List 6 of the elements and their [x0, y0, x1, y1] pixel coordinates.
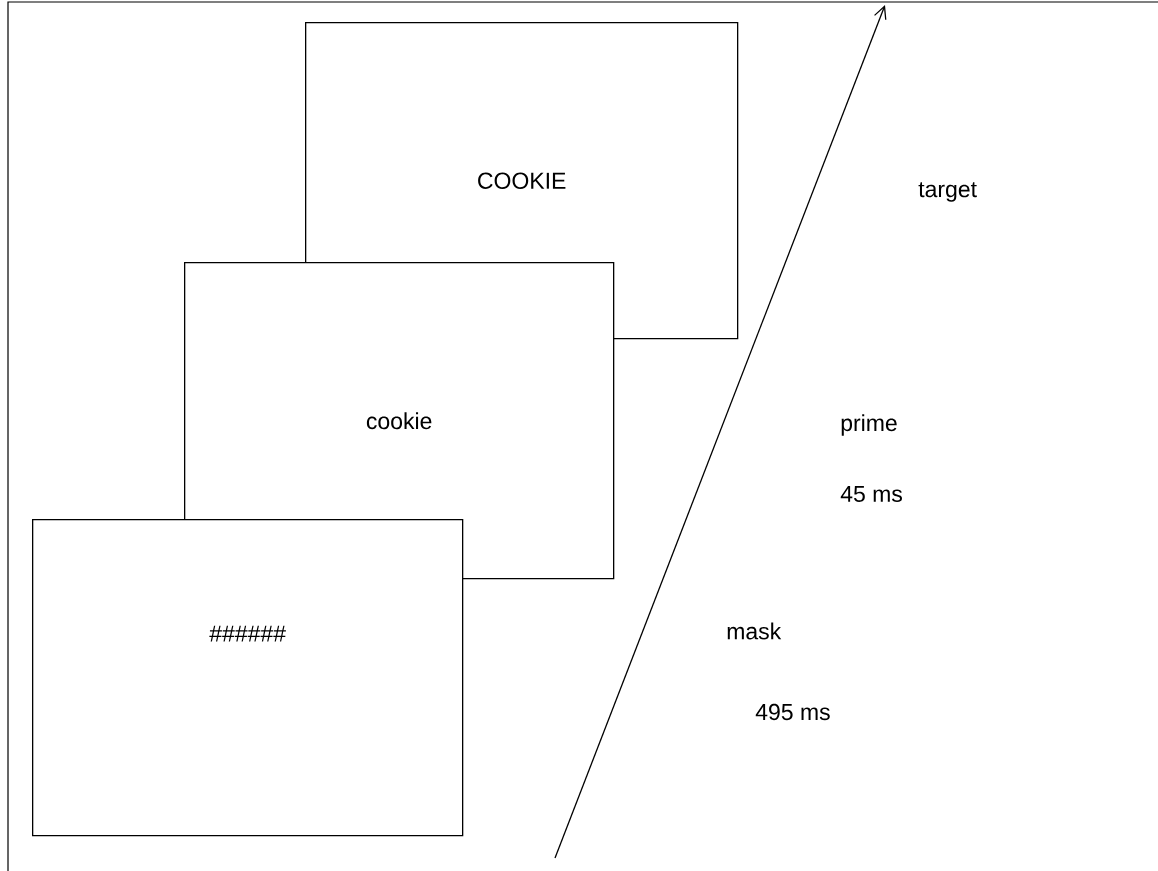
stage-label: 495 ms — [755, 703, 830, 721]
stage-label: 45 ms — [840, 485, 902, 502]
stage-label: target — [918, 182, 977, 202]
stage-label: prime — [841, 414, 897, 436]
stage-label: mask — [727, 622, 782, 640]
screen-box: ###### — [32, 519, 464, 837]
